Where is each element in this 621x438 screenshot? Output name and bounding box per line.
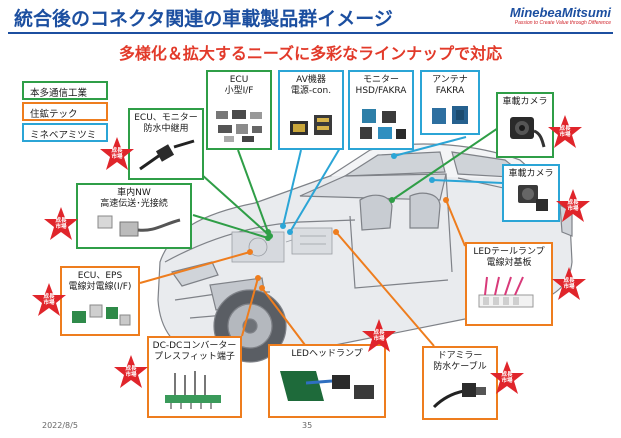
mirror-cable-image — [432, 383, 486, 409]
line-ecu-small — [237, 149, 269, 233]
line-dcdc — [241, 277, 259, 337]
star-label: 成長 市場 — [55, 218, 67, 231]
box-label: ECU、モニター 防水中継用 — [134, 113, 198, 134]
box-ecu-small-if: ECU 小型I/F — [206, 70, 272, 150]
box-ecu-monitor-waterproof: ECU、モニター 防水中継用 — [128, 108, 204, 180]
box-antenna-fakra: アンテナ FAKRA — [420, 70, 480, 135]
page-title: 統合後のコネクタ関連の車載製品群イメージ — [14, 8, 393, 30]
box-label: 車載カメラ — [508, 169, 554, 179]
star-icon — [362, 319, 396, 352]
camera-image — [510, 117, 546, 148]
box-door-mirror-cable: ドアミラー 防水ケーブル — [422, 346, 498, 420]
box-ecu-eps-wire-to-wire: ECU、EPS 電線対電線(I/F) — [60, 266, 140, 336]
ecu-connector-image — [216, 110, 262, 142]
star-icon — [552, 267, 586, 300]
box-label: AV機器 電源-con. — [290, 75, 332, 96]
star-label: 成長 市場 — [559, 126, 571, 139]
box-vehicle-camera-2: 車載カメラ — [502, 164, 560, 222]
box-label: DC-DCコンバーター プレスフィット端子 — [152, 341, 237, 362]
line-av — [282, 149, 302, 227]
box-vehicle-camera-1: 車載カメラ — [496, 92, 554, 158]
box-label: ECU、EPS 電線対電線(I/F) — [68, 271, 132, 292]
title-divider — [8, 32, 613, 34]
line-antenna — [393, 136, 467, 157]
star-label: 成長 市場 — [125, 366, 137, 379]
line-nw — [192, 214, 269, 239]
star-icon — [556, 189, 590, 222]
star-icon — [44, 207, 78, 240]
legend-minebeamitsumi: ミネベアミツミ — [22, 123, 108, 142]
line-mirror — [335, 231, 435, 347]
growth-market-star-9: 成長 市場 — [550, 266, 588, 304]
legend-honda-tsushin: 本多通信工業 — [22, 81, 108, 100]
star-label: 成長 市場 — [43, 294, 55, 307]
box-dcdc-press-fit: DC-DCコンバーター プレスフィット端子 — [147, 336, 242, 418]
antenna-connector-image — [432, 106, 468, 124]
growth-market-star-4: 成長 市場 — [112, 354, 150, 392]
box-label: アンテナ FAKRA — [432, 75, 468, 96]
press-fit-terminal-image — [165, 371, 221, 409]
growth-market-star-5: 成長 市場 — [360, 318, 398, 356]
box-label: 車内NW 高速伝送･光接続 — [100, 188, 168, 209]
company-logo: MinebeaMitsumi Passion to Create Value t… — [510, 5, 611, 26]
star-icon — [114, 355, 148, 388]
box-led-tail-lamp: LEDテールランプ 電線対基板 — [465, 242, 553, 326]
box-label: LEDテールランプ 電線対基板 — [473, 247, 545, 268]
star-label: 成長 市場 — [501, 372, 513, 385]
star-label: 成長 市場 — [373, 330, 385, 343]
line-led-tail — [445, 199, 466, 247]
growth-market-star-7: 成長 市場 — [546, 114, 584, 152]
box-led-headlamp: LEDヘッドランプ — [268, 344, 386, 418]
footer-date: 2022/8/5 — [42, 421, 78, 430]
star-icon — [32, 283, 66, 316]
camera-image — [518, 185, 548, 211]
line-led-head — [261, 287, 306, 346]
star-label: 成長 市場 — [567, 200, 579, 213]
network-connector-image — [97, 215, 181, 237]
growth-market-star-6: 成長 市場 — [488, 360, 526, 398]
line-cam1 — [391, 123, 505, 201]
star-icon — [100, 137, 134, 170]
legend-sumiko-tec: 住鉱テック — [22, 102, 108, 121]
box-monitor-hsd-fakra: モニター HSD/FAKRA — [348, 70, 414, 150]
box-label: ECU 小型I/F — [224, 75, 254, 96]
line-cam2 — [431, 179, 504, 184]
star-label: 成長 市場 — [563, 278, 575, 291]
logo-tagline: Passion to Create Value through Differen… — [514, 20, 611, 26]
page-number: 35 — [302, 421, 313, 430]
monitor-connector-image — [360, 109, 406, 139]
tail-lamp-connector-image — [478, 276, 534, 308]
growth-market-star-1: 成長 市場 — [98, 136, 136, 174]
growth-market-star-2: 成長 市場 — [42, 206, 80, 244]
connection-dots — [247, 153, 449, 291]
box-label: LEDヘッドランプ — [291, 349, 363, 359]
box-in-vehicle-network: 車内NW 高速伝送･光接続 — [76, 183, 192, 249]
headlamp-connector-image — [280, 371, 374, 401]
logo-wordmark: MinebeaMitsumi — [509, 5, 611, 20]
waterproof-connector-image — [139, 139, 195, 171]
box-label: モニター HSD/FAKRA — [355, 75, 407, 96]
box-av-power: AV機器 電源-con. — [278, 70, 344, 150]
box-label: 車載カメラ — [502, 97, 548, 107]
growth-market-star-3: 成長 市場 — [30, 282, 68, 320]
subtitle: 多様化＆拡大するニーズに多彩なラインナップで対応 — [118, 44, 503, 63]
eps-connector-image — [72, 304, 131, 326]
av-connector-image — [290, 115, 332, 135]
growth-market-star-8: 成長 市場 — [554, 188, 592, 226]
line-ecu-eps — [139, 251, 251, 284]
star-label: 成長 市場 — [111, 148, 123, 161]
line-monitor — [289, 147, 341, 233]
box-label: ドアミラー 防水ケーブル — [433, 351, 487, 372]
star-icon — [490, 361, 524, 394]
star-icon — [548, 115, 582, 148]
